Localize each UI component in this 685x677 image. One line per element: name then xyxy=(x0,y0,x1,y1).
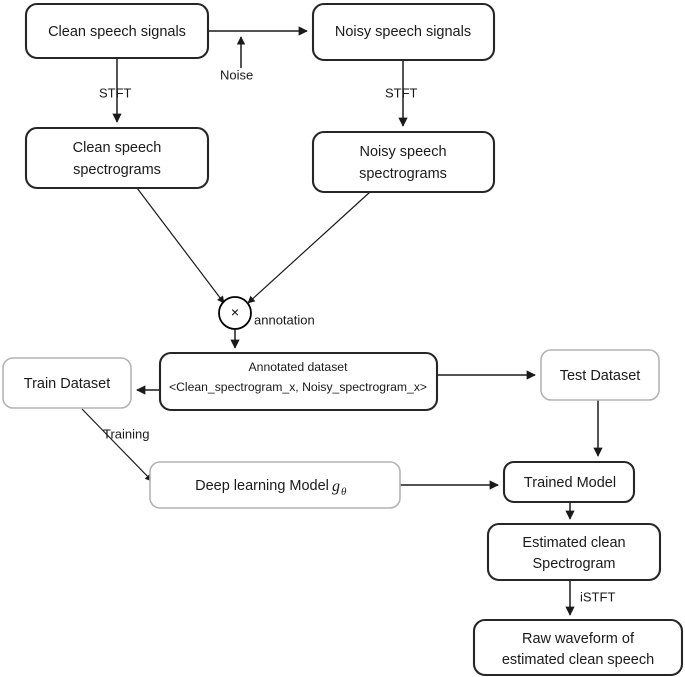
node-noisy-speech-spectrograms-label-line1: Noisy speech xyxy=(359,144,446,160)
multiply-icon xyxy=(218,296,252,330)
node-train-dataset[interactable]: Train Dataset xyxy=(2,357,132,409)
node-train-dataset-label: Train Dataset xyxy=(24,376,111,392)
edge-label-noise: Noise xyxy=(220,67,253,82)
node-clean-speech-spectrograms[interactable]: Clean speech spectrograms xyxy=(24,126,210,190)
node-clean-speech-signals-shape xyxy=(24,2,210,60)
node-estimated-clean-spectrogram-shape xyxy=(486,522,662,582)
node-clean-speech-spectrograms-label-line2: spectrograms xyxy=(73,162,161,178)
node-deep-learning-model-label: Deep learning Model xyxy=(195,478,329,494)
node-annotated-dataset[interactable]: Annotated dataset <Clean_spectrogram_x, … xyxy=(158,351,439,412)
node-raw-waveform-label-line2: estimated clean speech xyxy=(502,652,654,668)
node-trained-model[interactable]: Trained Model xyxy=(502,460,636,504)
node-clean-speech-spectrograms-label-line1: Clean speech xyxy=(73,140,162,156)
node-annotated-dataset-shape xyxy=(158,351,439,412)
node-trained-model-label: Trained Model xyxy=(524,475,616,491)
node-test-dataset[interactable]: Test Dataset xyxy=(540,349,660,401)
node-clean-speech-signals[interactable]: Clean speech signals xyxy=(24,2,210,60)
edge-label-annotation: annotation xyxy=(254,312,315,327)
multiply-glyph: × xyxy=(231,304,239,320)
node-raw-waveform-label-line1: Raw waveform of xyxy=(522,631,635,647)
node-deep-learning-model-math-subscript: θ xyxy=(341,486,347,498)
node-deep-learning-model-shape xyxy=(149,461,401,509)
node-deep-learning-model-math-var: g xyxy=(332,478,340,495)
node-noisy-speech-spectrograms-label-line2: spectrograms xyxy=(359,166,447,182)
node-trained-model-shape xyxy=(502,460,636,504)
edge-clean-spectrograms-to-multiply xyxy=(136,187,225,304)
node-noisy-speech-spectrograms-shape xyxy=(311,130,496,194)
node-annotated-dataset-label-line2: <Clean_spectrogram_x, Noisy_spectrogram_… xyxy=(169,380,427,394)
edge-noisy-spectrograms-to-multiply xyxy=(247,191,371,304)
node-test-dataset-shape xyxy=(540,349,660,401)
node-estimated-clean-spectrogram[interactable]: Estimated clean Spectrogram xyxy=(486,522,662,582)
node-raw-waveform-shape xyxy=(472,618,684,677)
edge-label-istft: iSTFT xyxy=(580,589,615,604)
node-estimated-clean-spectrogram-label-line2: Spectrogram xyxy=(532,556,615,572)
edge-label-stft-left: STFT xyxy=(99,85,132,100)
node-annotated-dataset-label-line1: Annotated dataset xyxy=(249,360,349,374)
node-estimated-clean-spectrogram-label-line1: Estimated clean xyxy=(522,535,625,551)
node-deep-learning-model[interactable]: Deep learning Model g θ xyxy=(149,461,401,509)
node-noisy-speech-spectrograms[interactable]: Noisy speech spectrograms xyxy=(311,130,496,194)
node-noisy-speech-signals-label: Noisy speech signals xyxy=(335,24,471,40)
node-raw-waveform[interactable]: Raw waveform of estimated clean speech xyxy=(472,618,684,677)
node-noisy-speech-signals[interactable]: Noisy speech signals xyxy=(311,2,496,62)
edge-label-stft-right: STFT xyxy=(385,85,418,100)
node-multiply-operator[interactable]: × xyxy=(218,296,252,330)
node-test-dataset-label: Test Dataset xyxy=(560,368,641,384)
edge-label-training: Training xyxy=(103,426,149,441)
node-clean-speech-signals-label: Clean speech signals xyxy=(48,24,186,40)
node-clean-speech-spectrograms-shape xyxy=(24,126,210,190)
node-train-dataset-shape xyxy=(2,357,132,409)
node-noisy-speech-signals-shape xyxy=(311,2,496,62)
edge-train-dataset-to-deep-learning-model xyxy=(81,408,153,482)
